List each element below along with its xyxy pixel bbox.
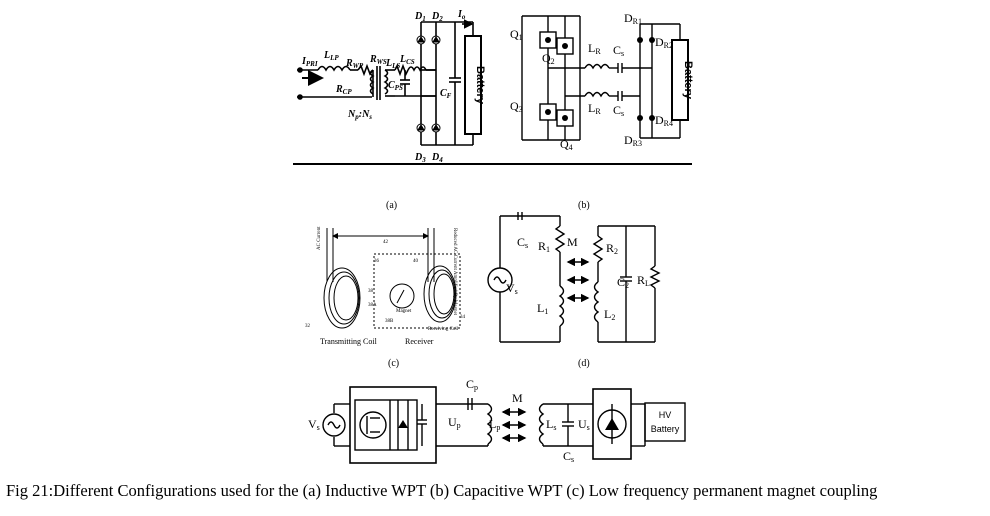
- svg-text:36: 36: [374, 259, 380, 264]
- panel-d-circuit: [487, 212, 661, 343]
- svg-text:D4: D4: [431, 152, 443, 164]
- svg-text:Cp: Cp: [466, 377, 478, 392]
- panel-a-diodes: [416, 35, 441, 133]
- svg-text:34: 34: [460, 315, 466, 320]
- svg-text:38B: 38B: [385, 319, 394, 324]
- svg-text:Magnet: Magnet: [396, 309, 412, 314]
- svg-text:M: M: [567, 235, 578, 249]
- svg-text:RWS: RWS: [369, 54, 387, 66]
- svg-text:DR4: DR4: [655, 113, 673, 128]
- svg-text:38: 38: [368, 289, 374, 294]
- svg-text:Q1: Q1: [510, 27, 523, 42]
- svg-text:Q3: Q3: [510, 99, 523, 114]
- svg-text:RCP: RCP: [335, 84, 352, 96]
- svg-text:Io: Io: [457, 9, 466, 21]
- svg-text:Receiver: Receiver: [405, 337, 434, 346]
- svg-text:LLS: LLS: [385, 58, 400, 70]
- svg-text:DR3: DR3: [624, 133, 642, 148]
- panel-a-inductive-wpt: [297, 21, 473, 146]
- panel-d-caption: (d): [578, 358, 590, 369]
- panel-e-hv-label: HV: [659, 410, 672, 420]
- svg-text:LCS: LCS: [399, 54, 415, 66]
- svg-text:D1: D1: [414, 11, 426, 23]
- svg-text:40: 40: [413, 259, 419, 264]
- panel-e-circuit: [322, 386, 686, 464]
- svg-text:Cs: Cs: [517, 235, 528, 250]
- svg-text:L2: L2: [604, 307, 615, 322]
- panel-d-labels: Cs R1 M Vs L1 R2 L2 C2 RL: [506, 235, 650, 322]
- panel-b-battery-label: Battery: [682, 61, 694, 100]
- svg-text:Up: Up: [448, 415, 461, 430]
- svg-text:Receiving Coil: Receiving Coil: [428, 327, 459, 332]
- panel-c-labels: Transmitting Coil Receiver Magnet Receiv…: [305, 226, 466, 346]
- svg-text:LLP: LLP: [323, 50, 339, 62]
- panel-b-switches: [545, 37, 655, 121]
- svg-text:32: 32: [305, 324, 311, 329]
- svg-text:D2: D2: [431, 11, 443, 23]
- svg-text:Lp: Lp: [489, 417, 500, 432]
- svg-text:RWP: RWP: [345, 58, 364, 70]
- svg-text:Cs: Cs: [613, 103, 624, 118]
- svg-text:C2: C2: [617, 275, 629, 290]
- svg-text:D3: D3: [414, 152, 426, 164]
- panel-c-caption: (c): [388, 358, 399, 369]
- svg-text:Np:Ns: Np:Ns: [347, 109, 372, 121]
- label-ipri: IPRI: [301, 56, 318, 68]
- panel-a-labels: IPRI LLP RWP RCP Np:Ns RWS LLS LCS CPS C…: [301, 9, 466, 164]
- panel-a-caption: (a): [386, 200, 397, 211]
- panel-b-caption: (b): [578, 200, 590, 211]
- svg-text:Vs: Vs: [506, 281, 518, 296]
- svg-text:CPS: CPS: [388, 80, 403, 92]
- svg-text:LR: LR: [588, 101, 601, 116]
- svg-text:42: 42: [383, 240, 389, 245]
- figure-diagram: IPRI LLP RWP RCP Np:Ns RWS LLS LCS CPS C…: [293, 9, 694, 464]
- panel-e-labels: Vs Cp Up Lp M Ls Us Cs: [308, 377, 590, 464]
- panel-e-diodes: [398, 418, 619, 430]
- svg-text:Cs: Cs: [613, 43, 624, 58]
- svg-text:Transmitting Coil: Transmitting Coil: [320, 337, 378, 346]
- svg-text:AC Current: AC Current: [317, 226, 322, 250]
- svg-text:LR: LR: [588, 41, 601, 56]
- svg-text:Reduced AC Current Amplified B: Reduced AC Current Amplified By Magnet: [452, 228, 457, 316]
- svg-text:DR1: DR1: [624, 11, 642, 26]
- svg-text:R1: R1: [538, 239, 550, 254]
- figure-caption: Fig 21:Different Configurations used for…: [6, 481, 878, 500]
- svg-text:Us: Us: [578, 417, 590, 432]
- svg-text:DR2: DR2: [655, 35, 673, 50]
- panel-c-magnet-coupling: [323, 228, 461, 329]
- svg-text:L1: L1: [537, 301, 548, 316]
- panel-a-battery-label: Battery: [474, 66, 486, 105]
- svg-text:CF: CF: [440, 88, 452, 100]
- panel-a-output: [293, 19, 692, 165]
- svg-text:Q4: Q4: [560, 137, 573, 152]
- svg-text:R2: R2: [606, 241, 618, 256]
- svg-text:RL: RL: [637, 273, 650, 288]
- svg-text:M: M: [512, 391, 523, 405]
- svg-text:Cs: Cs: [563, 449, 574, 464]
- svg-text:Ls: Ls: [546, 417, 556, 432]
- svg-text:38A: 38A: [368, 303, 377, 308]
- panel-b-labels: Q1 Q2 Q3 Q4 LR LR Cs Cs DR1 DR2 DR3 DR4: [510, 11, 673, 152]
- svg-text:Q2: Q2: [542, 51, 555, 66]
- panel-e-battery-label: Battery: [651, 424, 680, 434]
- svg-text:Vs: Vs: [308, 417, 320, 432]
